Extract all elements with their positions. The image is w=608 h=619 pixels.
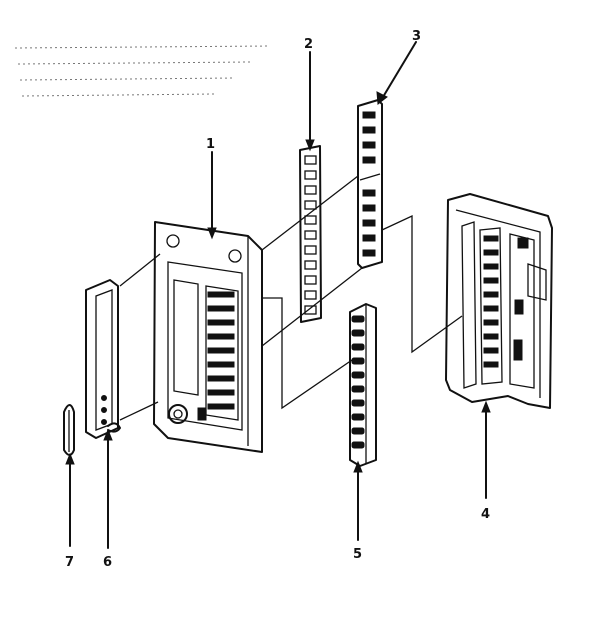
part-7-pin xyxy=(63,404,75,456)
callout-labels: 1 2 3 4 5 6 7 xyxy=(65,29,490,570)
part-5-contact-bar xyxy=(349,303,377,467)
part-2-slotted-strip xyxy=(299,145,322,323)
callout-2: 2 xyxy=(304,37,313,52)
alignment-lines xyxy=(119,175,463,421)
panel-slot-grid xyxy=(205,285,239,421)
callout-6: 6 xyxy=(103,555,112,570)
faded-header-marks xyxy=(14,45,271,97)
part-3-contact-strip xyxy=(357,99,383,269)
callout-7: 7 xyxy=(65,555,74,570)
callout-5: 5 xyxy=(353,547,362,562)
part-4-housing xyxy=(445,193,553,409)
callout-4: 4 xyxy=(481,507,490,522)
callout-1: 1 xyxy=(206,137,215,152)
part-6-cover-plate xyxy=(85,279,121,439)
leader-lines xyxy=(65,41,491,549)
part-1-main-panel xyxy=(153,221,263,453)
callout-3: 3 xyxy=(412,29,421,44)
